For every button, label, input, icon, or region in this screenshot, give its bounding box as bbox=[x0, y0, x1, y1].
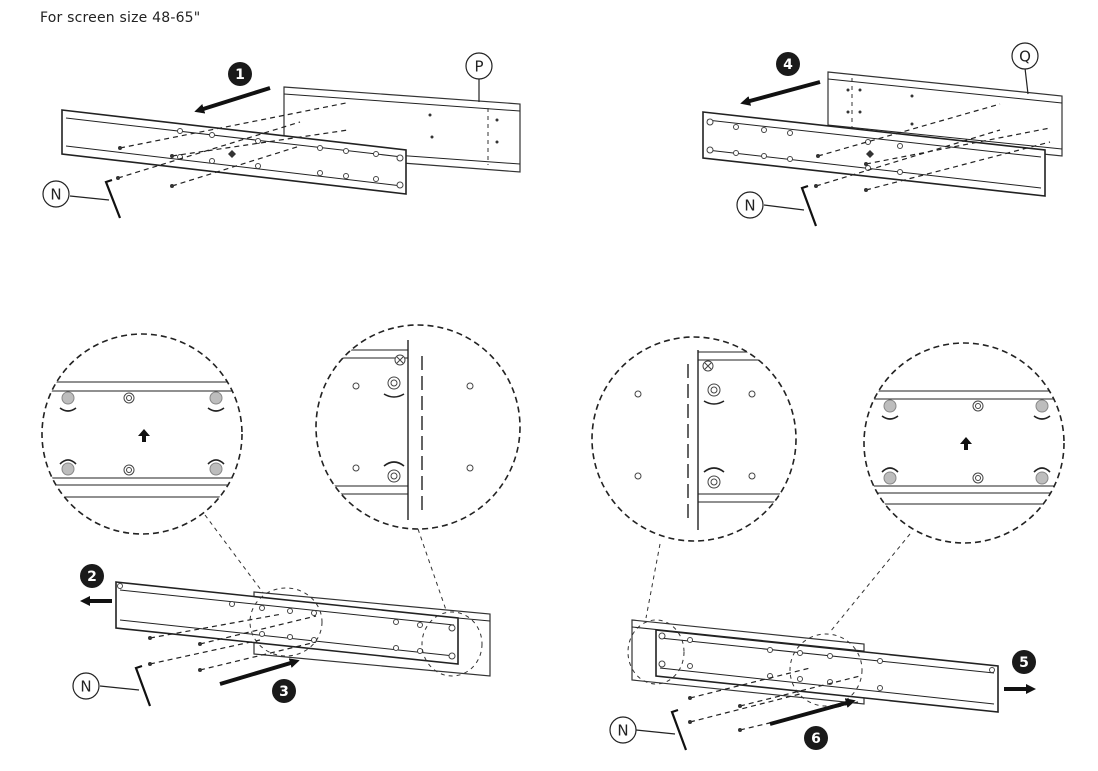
part-label-n-2: N bbox=[72, 672, 100, 700]
step-badge-2: 2 bbox=[80, 564, 104, 588]
svg-text:N: N bbox=[744, 197, 755, 215]
zoom-detail-c bbox=[591, 336, 797, 542]
direction-arrow-6 bbox=[769, 698, 856, 726]
svg-text:4: 4 bbox=[783, 57, 793, 73]
svg-text:1: 1 bbox=[235, 67, 245, 83]
direction-arrow-4 bbox=[740, 80, 821, 106]
step-badge-6: 6 bbox=[804, 726, 828, 750]
svg-text:P: P bbox=[474, 58, 483, 76]
allen-key-n-5 bbox=[635, 708, 688, 751]
svg-text:Q: Q bbox=[1019, 48, 1031, 66]
mounting-rail-2 bbox=[115, 581, 491, 677]
svg-text:2: 2 bbox=[87, 569, 97, 585]
mounting-rail-4 bbox=[702, 111, 1046, 197]
step-1-assembly bbox=[61, 86, 521, 219]
step-5-6-assembly bbox=[591, 336, 1065, 751]
svg-text:5: 5 bbox=[1019, 655, 1029, 671]
allen-key-n-1 bbox=[69, 178, 122, 219]
part-label-p: P bbox=[465, 52, 493, 102]
direction-arrow-1 bbox=[194, 86, 271, 114]
mounting-rail-5 bbox=[627, 619, 999, 713]
page-title: For screen size 48-65" bbox=[40, 10, 201, 26]
part-label-n-5: N bbox=[609, 716, 637, 744]
step-badge-5: 5 bbox=[1012, 650, 1036, 674]
step-badge-4: 4 bbox=[776, 52, 800, 76]
allen-key-n-2 bbox=[99, 664, 152, 707]
part-label-n-1: N bbox=[42, 180, 70, 208]
zoom-detail-b bbox=[315, 324, 521, 530]
screw-lines-1 bbox=[116, 102, 349, 188]
zoom-detail-d bbox=[863, 342, 1065, 544]
svg-text:N: N bbox=[50, 186, 61, 204]
step-badge-3: 3 bbox=[272, 679, 296, 703]
step-2-3-assembly bbox=[41, 324, 521, 707]
svg-text:N: N bbox=[617, 722, 628, 740]
svg-text:N: N bbox=[80, 678, 91, 696]
svg-text:3: 3 bbox=[279, 684, 289, 700]
zoom-detail-a bbox=[41, 333, 243, 535]
mounting-rail-1 bbox=[61, 109, 407, 195]
screw-lines-4 bbox=[814, 103, 1051, 192]
part-label-q: Q bbox=[1011, 42, 1039, 95]
screw-lines-2 bbox=[148, 613, 317, 672]
part-label-n-4: N bbox=[736, 191, 764, 219]
svg-text:6: 6 bbox=[811, 731, 821, 747]
step-badge-1: 1 bbox=[228, 62, 252, 86]
allen-key-n-4 bbox=[763, 184, 818, 227]
step-4-assembly bbox=[702, 71, 1063, 227]
direction-arrow-3 bbox=[219, 658, 300, 686]
